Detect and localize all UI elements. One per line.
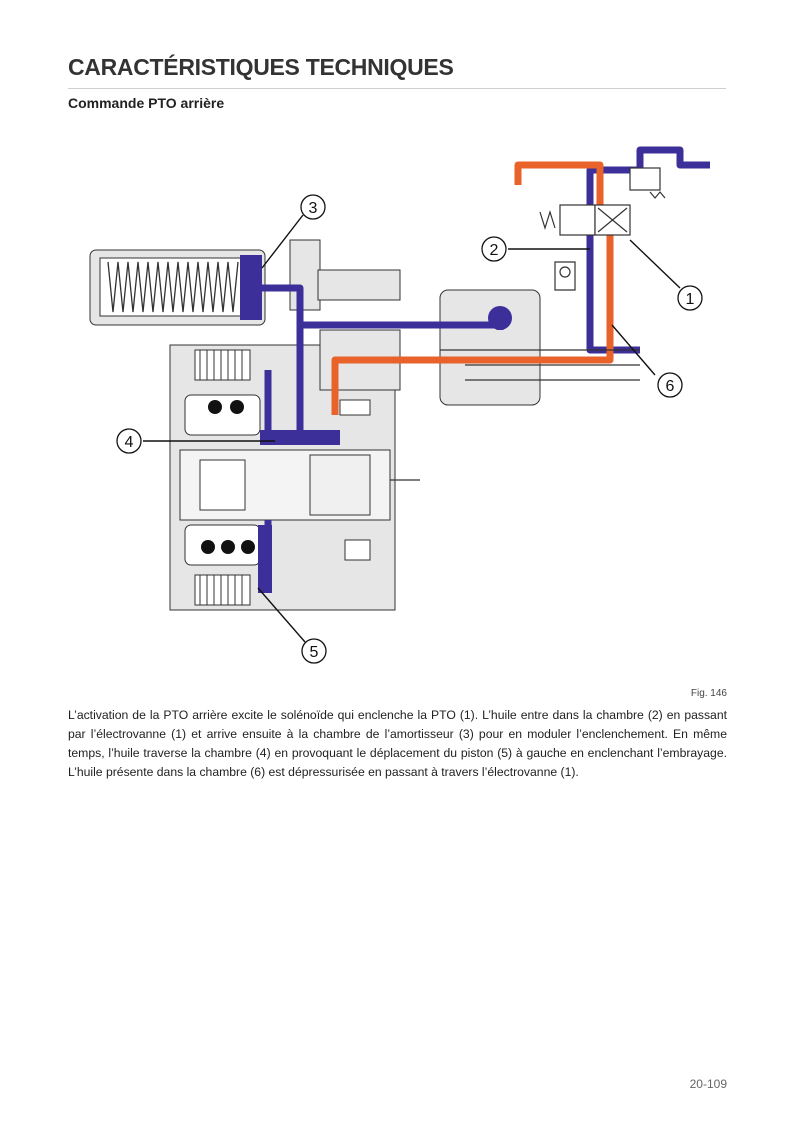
svg-text:6: 6 (666, 378, 675, 395)
clutch-pack-lower (194, 574, 251, 606)
svg-text:3: 3 (309, 200, 318, 217)
svg-text:4: 4 (125, 434, 134, 451)
svg-text:1: 1 (686, 291, 695, 308)
callout-2: 2 (481, 236, 507, 262)
drain-oil-circuit (331, 161, 614, 415)
solenoid-valve (539, 167, 666, 291)
callout-1: 1 (677, 285, 703, 311)
clutch-pack-upper (194, 349, 251, 381)
piston-chamber-fill (258, 525, 272, 593)
callout-4: 4 (116, 428, 142, 454)
description-paragraph: L’activation de la PTO arrière excite le… (68, 708, 727, 779)
svg-text:5: 5 (310, 644, 319, 661)
pressure-port (488, 306, 512, 330)
callout-5: 5 (301, 638, 327, 664)
hydraulic-diagram: 1 2 3 4 5 6 (0, 120, 794, 690)
section-subtitle: Commande PTO arrière (68, 95, 225, 111)
shaft-lines (390, 349, 640, 481)
svg-text:2: 2 (490, 242, 499, 259)
chamber-4-fill (260, 430, 340, 445)
callout-leaders (143, 214, 681, 643)
figure-caption: Fig. 146 (690, 688, 727, 699)
callout-6: 6 (657, 372, 683, 398)
damper-assembly (89, 249, 266, 326)
callout-3: 3 (300, 194, 326, 220)
title-divider (68, 88, 726, 89)
page-title: CARACTÉRISTIQUES TECHNIQUES (68, 54, 454, 80)
page-number: 20-109 (689, 1077, 727, 1091)
clutch-balls (201, 400, 255, 554)
